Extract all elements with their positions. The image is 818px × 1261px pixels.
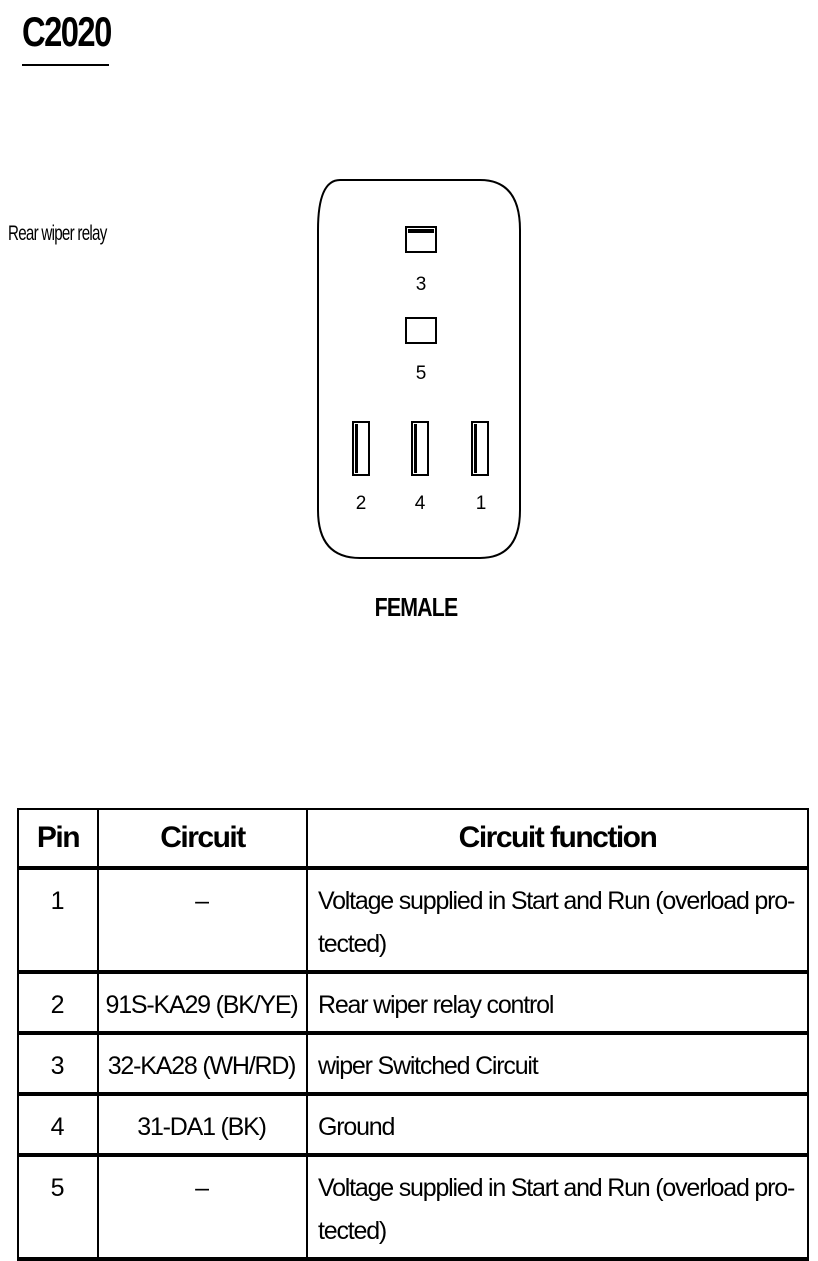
pin-1-label: 1 bbox=[476, 493, 487, 514]
pin-2-label: 2 bbox=[356, 493, 367, 514]
pin-4-terminal bbox=[411, 421, 429, 476]
cell-function: Voltage supplied in Start and Run (overl… bbox=[306, 867, 809, 973]
connector-gender-label: FEMALE bbox=[374, 592, 459, 622]
cell-circuit: – bbox=[97, 1154, 308, 1260]
pin-5-terminal bbox=[405, 317, 437, 344]
pin-3-label: 3 bbox=[416, 274, 427, 295]
pinout-table: Pin Circuit Circuit function 1 – Voltage… bbox=[17, 808, 809, 1261]
cell-circuit: – bbox=[97, 867, 308, 973]
title-underline bbox=[22, 64, 109, 66]
cell-circuit: 31-DA1 (BK) bbox=[97, 1093, 308, 1156]
header-pin: Pin bbox=[17, 808, 99, 870]
cell-pin: 2 bbox=[17, 971, 99, 1034]
cell-function: Rear wiper relay control bbox=[306, 971, 809, 1034]
table-row: 2 91S-KA29 (BK/YE) Rear wiper relay cont… bbox=[17, 971, 809, 1034]
table-row: 3 32-KA28 (WH/RD) wiper Switched Circuit bbox=[17, 1032, 809, 1095]
cell-circuit: 91S-KA29 (BK/YE) bbox=[97, 971, 308, 1034]
connector-caption: Rear wiper relay bbox=[8, 222, 107, 245]
pin-1-terminal bbox=[471, 421, 489, 476]
pin-3-terminal bbox=[405, 226, 437, 253]
cell-function: Voltage supplied in Start and Run (overl… bbox=[306, 1154, 809, 1260]
table-header-row: Pin Circuit Circuit function bbox=[17, 808, 809, 870]
cell-function: wiper Switched Circuit bbox=[306, 1032, 809, 1095]
connector-face-diagram: 3 5 2 4 1 bbox=[317, 179, 521, 559]
pin-2-terminal bbox=[352, 421, 370, 476]
header-circuit-function: Circuit function bbox=[306, 808, 809, 870]
table-row: 1 – Voltage supplied in Start and Run (o… bbox=[17, 867, 809, 973]
cell-pin: 1 bbox=[17, 867, 99, 973]
cell-pin: 5 bbox=[17, 1154, 99, 1260]
connector-housing bbox=[317, 179, 521, 559]
table-row: 4 31-DA1 (BK) Ground bbox=[17, 1093, 809, 1156]
cell-function: Ground bbox=[306, 1093, 809, 1156]
pin-5-label: 5 bbox=[416, 363, 427, 384]
connector-title: C2020 bbox=[22, 8, 112, 55]
pin-4-label: 4 bbox=[415, 493, 426, 514]
header-circuit: Circuit bbox=[97, 808, 308, 870]
table-row: 5 – Voltage supplied in Start and Run (o… bbox=[17, 1154, 809, 1260]
cell-circuit: 32-KA28 (WH/RD) bbox=[97, 1032, 308, 1095]
cell-pin: 3 bbox=[17, 1032, 99, 1095]
cell-pin: 4 bbox=[17, 1093, 99, 1156]
